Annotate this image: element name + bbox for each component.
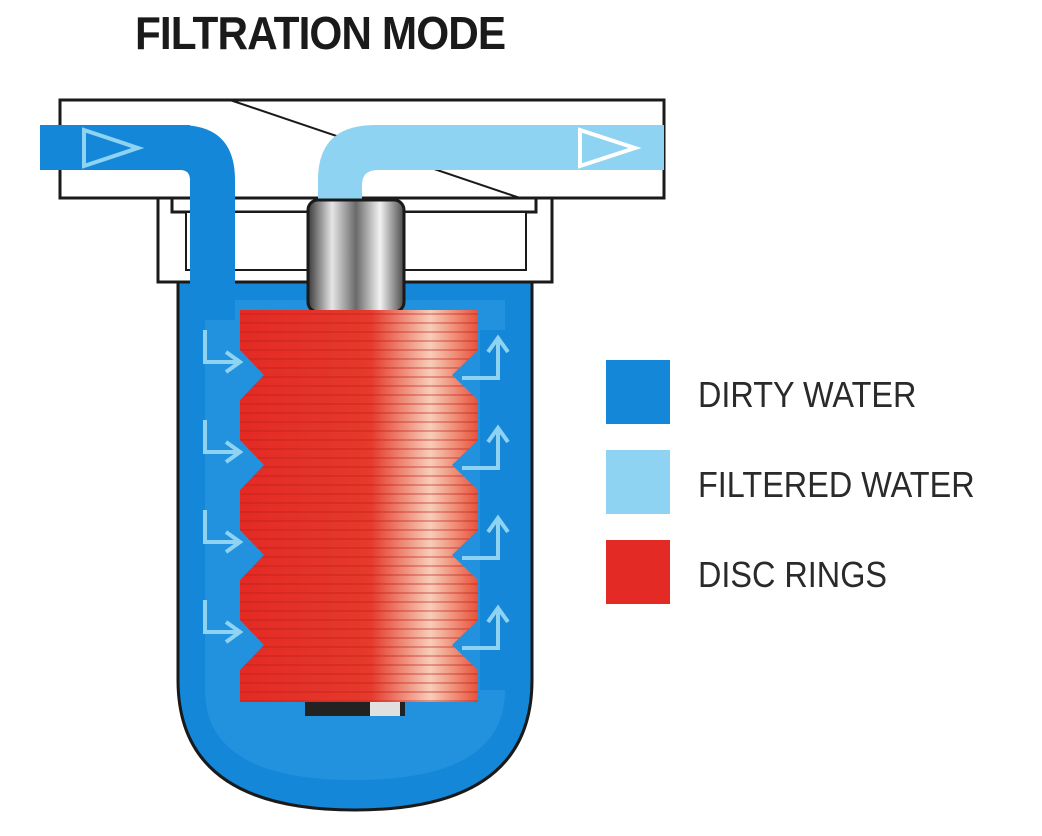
- filtered-water-swatch: [606, 450, 670, 514]
- legend-item-disc-rings: DISC RINGS: [606, 540, 1036, 606]
- disc-rings-stack: [240, 310, 478, 702]
- dirty-water-flow: [40, 125, 235, 320]
- legend-item-filtered-water: FILTERED WATER: [606, 450, 1036, 516]
- central-core-tube: [305, 198, 406, 716]
- inflow-arrows-left: [203, 330, 244, 644]
- legend-item-dirty-water: DIRTY WATER: [606, 360, 1036, 426]
- dirty-water-swatch: [606, 360, 670, 424]
- disc-rings-swatch: [606, 540, 670, 604]
- legend-label: FILTERED WATER: [698, 464, 975, 505]
- diagram-title: FILTRATION MODE: [135, 7, 506, 59]
- legend-label: DIRTY WATER: [698, 374, 917, 415]
- filtered-water-flow: [318, 125, 664, 212]
- outflow-arrows-right: [462, 330, 510, 690]
- legend-label: DISC RINGS: [698, 554, 888, 595]
